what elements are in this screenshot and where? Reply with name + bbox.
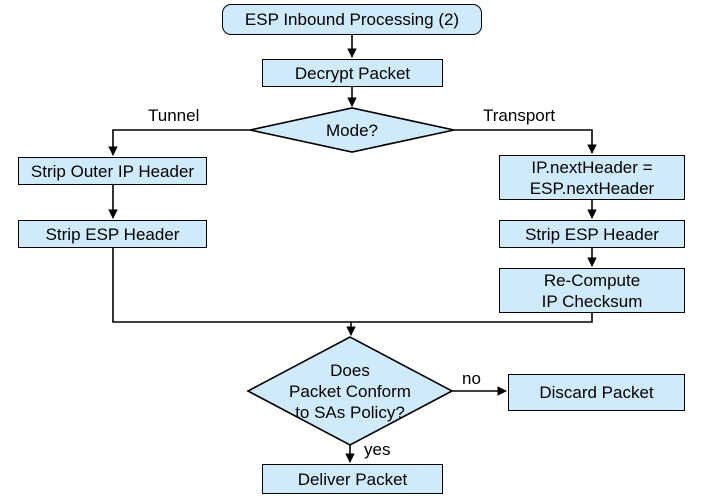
node-deliver-packet-label: Deliver Packet [297, 469, 408, 489]
node-deliver-packet: Deliver Packet [262, 464, 443, 494]
node-strip-esp-header-transport: Strip ESP Header [499, 220, 685, 248]
node-set-next-header-label: IP.nextHeader = ESP.nextHeader [529, 157, 655, 198]
node-discard-packet-label: Discard Packet [539, 383, 654, 402]
edge-mode-to-nextheader [454, 129, 597, 154]
edge-mode-to-strip-outer [108, 129, 250, 156]
node-strip-outer-ip-header-label: Strip Outer IP Header [30, 161, 195, 181]
node-conform-decision-label: Does Packet Conform to SAs Policy? [289, 360, 411, 422]
node-strip-esp-header-transport-label: Strip ESP Header [525, 224, 659, 244]
node-decrypt-packet: Decrypt Packet [262, 59, 443, 87]
node-decrypt-packet-label: Decrypt Packet [294, 63, 411, 83]
edge-label-tunnel: Tunnel [148, 106, 200, 125]
edge-left-merge [112, 248, 351, 323]
node-start-label: ESP Inbound Processing (2) [244, 10, 460, 29]
edge-right-merge [351, 313, 593, 323]
node-recompute-ip-checksum-label: Re-Compute IP Checksum [541, 270, 643, 311]
node-set-next-header: IP.nextHeader = ESP.nextHeader [499, 155, 685, 200]
node-discard-packet: Discard Packet [508, 374, 685, 411]
edge-label-transport: Transport [483, 106, 556, 125]
node-strip-esp-header-tunnel-label: Strip ESP Header [45, 224, 180, 244]
edge-label-no: no [462, 369, 481, 388]
edge-label-yes: yes [364, 440, 391, 459]
node-mode-decision: Mode? [250, 108, 454, 152]
node-conform-decision: Does Packet Conform to SAs Policy? [248, 337, 452, 445]
node-strip-outer-ip-header: Strip Outer IP Header [18, 157, 207, 185]
node-mode-decision-label: Mode? [326, 120, 378, 140]
node-recompute-ip-checksum: Re-Compute IP Checksum [499, 268, 685, 313]
node-start: ESP Inbound Processing (2) [222, 4, 482, 35]
node-strip-esp-header-tunnel: Strip ESP Header [18, 220, 207, 248]
